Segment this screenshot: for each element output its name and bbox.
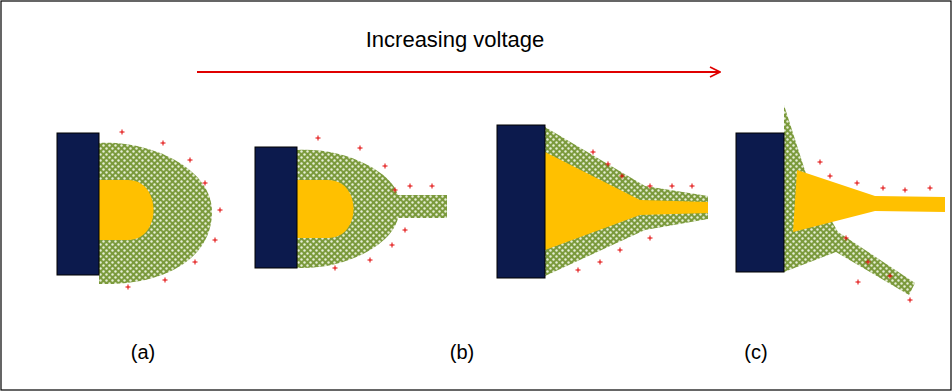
charge-mark	[128, 285, 129, 290]
charge-mark	[215, 238, 216, 243]
charge-mark	[846, 236, 847, 241]
charge-mark	[930, 186, 931, 191]
charge-mark	[883, 186, 884, 191]
charge-mark	[395, 188, 396, 193]
charge-mark	[318, 136, 319, 141]
core-fluid	[99, 180, 154, 240]
arrow-caption: Increasing voltage	[366, 28, 545, 52]
charge-mark	[405, 228, 406, 233]
charge-mark	[432, 184, 433, 189]
charge-mark	[220, 208, 221, 213]
nozzle	[736, 133, 784, 272]
charge-mark	[672, 184, 673, 189]
charge-mark	[692, 184, 693, 189]
charge-mark	[830, 174, 831, 179]
panel-label: (a)	[131, 341, 155, 363]
charge-mark	[335, 266, 336, 271]
shell-fluid	[99, 143, 212, 284]
charge-mark	[820, 160, 821, 165]
charge-mark	[620, 248, 621, 253]
charge-mark	[910, 298, 911, 303]
charge-mark	[385, 164, 386, 169]
voltage-arrow	[197, 71, 720, 73]
charge-mark	[165, 278, 166, 283]
nozzle	[497, 125, 545, 278]
charge-mark	[578, 268, 579, 273]
charge-mark	[608, 162, 609, 167]
shell-fluid	[297, 150, 447, 268]
cone-c2	[736, 105, 945, 295]
nozzle	[57, 133, 99, 275]
charge-mark	[122, 130, 123, 135]
cone-c1	[497, 125, 708, 278]
charge-mark	[890, 274, 891, 279]
charge-mark	[650, 236, 651, 241]
charge-mark	[163, 141, 164, 146]
core-fluid	[297, 180, 354, 238]
charge-mark	[622, 174, 623, 179]
charge-mark	[410, 184, 411, 189]
core-fluid	[545, 152, 708, 250]
charge-mark	[600, 260, 601, 265]
panel-label: (c)	[744, 341, 767, 363]
nozzle	[255, 147, 297, 268]
core-fluid	[793, 170, 945, 232]
charge-mark	[370, 258, 371, 263]
charge-mark	[190, 158, 191, 163]
charge-mark	[858, 280, 859, 285]
charge-mark	[650, 184, 651, 189]
charge-mark	[195, 260, 196, 265]
charge-mark	[857, 181, 858, 186]
charge-mark	[868, 260, 869, 265]
panel-label: (b)	[450, 341, 474, 363]
cone-a	[57, 133, 212, 284]
charge-mark	[593, 150, 594, 155]
charge-mark	[360, 146, 361, 151]
charge-mark	[205, 181, 206, 186]
shell-fluid	[545, 127, 708, 276]
charge-mark	[392, 243, 393, 248]
surface-charges	[120, 130, 933, 303]
charge-mark	[905, 188, 906, 193]
cone-b	[255, 147, 447, 268]
